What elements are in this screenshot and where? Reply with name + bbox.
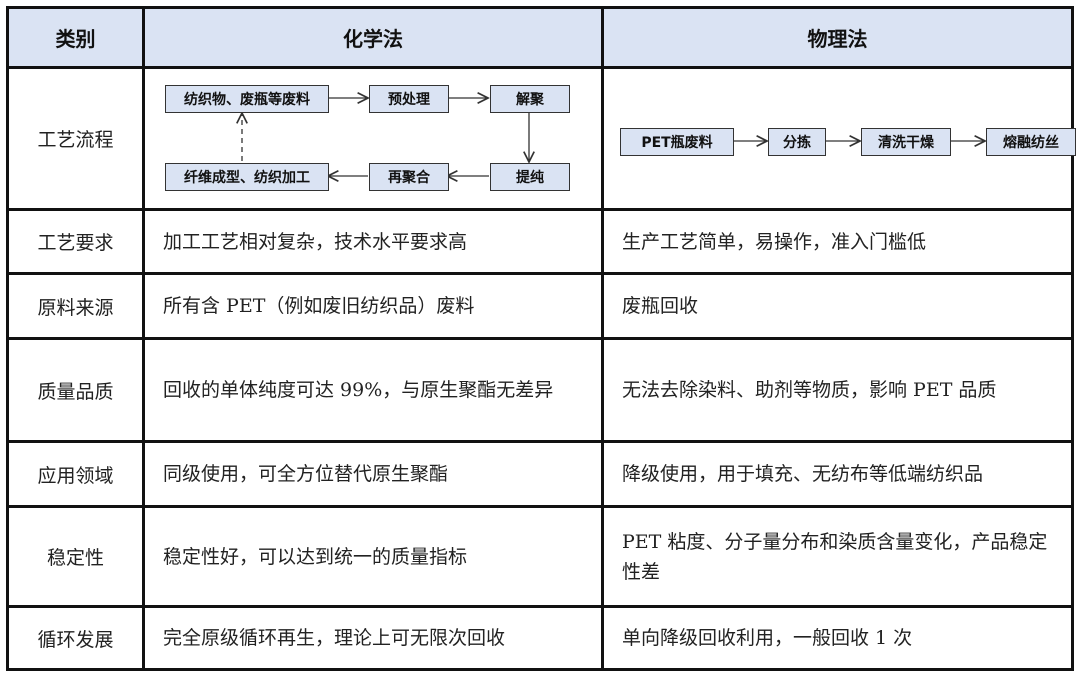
flow-step-depolymerize: 解聚 [490,84,570,113]
row-category: 稳定性 [6,505,145,608]
header-physical: 物理法 [601,6,1074,69]
physical-cell: 生产工艺简单，易操作，准入门槛低 [601,208,1074,275]
chemical-cell: 同级使用，可全方位替代原生聚酯 [142,440,604,508]
flow-step-purify: 提纯 [490,162,570,191]
physical-cell: 废瓶回收 [601,272,1074,340]
row-category: 工艺流程 [6,66,145,211]
physical-cell: 单向降级回收利用，一般回收 1 次 [601,605,1074,671]
flow-step-repolymerize: 再聚合 [369,162,449,191]
header-category: 类别 [6,6,145,69]
flow-arrows [734,71,1080,207]
row-category: 循环发展 [6,605,145,671]
flow-step-pet-bottle-waste: PET瓶废料 [620,127,734,156]
chemical-cell: 加工工艺相对复杂，技术水平要求高 [142,208,604,275]
row-category: 应用领域 [6,440,145,508]
physical-flow-diagram: PET瓶废料 分拣 清洗干燥 熔融纺丝 [601,66,1076,211]
row-category: 工艺要求 [6,208,145,275]
flow-step-sorting: 分拣 [768,127,826,156]
row-category: 原料来源 [6,272,145,340]
header-chemical: 化学法 [142,6,604,69]
chemical-cell: 回收的单体纯度可达 99%，与原生聚酯无差异 [142,337,604,443]
chemical-cell: 完全原级循环再生，理论上可无限次回收 [142,605,604,671]
row-category: 质量品质 [6,337,145,443]
flow-step-pretreatment: 预处理 [369,84,449,113]
flow-arrows [145,71,590,207]
comparison-table: 类别 化学法 物理法 工艺流程 纺织物、废瓶等废料 预处理 解聚 提纯 再聚合 … [6,6,1076,671]
physical-cell: 降级使用，用于填充、无纺布等低端纺织品 [601,440,1074,508]
physical-cell: PET 粘度、分子量分布和染质含量变化，产品稳定性差 [601,505,1074,608]
flow-step-wash-dry: 清洗干燥 [861,127,951,156]
flow-step-melt-spinning: 熔融纺丝 [986,127,1076,156]
chemical-cell: 稳定性好，可以达到统一的质量指标 [142,505,604,608]
flow-step-fiber-forming: 纤维成型、纺织加工 [165,162,329,191]
chemical-flow-diagram: 纺织物、废瓶等废料 预处理 解聚 提纯 再聚合 纤维成型、纺织加工 [142,66,604,211]
flow-step-raw-waste: 纺织物、废瓶等废料 [165,84,329,113]
physical-cell: 无法去除染料、助剂等物质，影响 PET 品质 [601,337,1074,443]
chemical-cell: 所有含 PET（例如废旧纺织品）废料 [142,272,604,340]
